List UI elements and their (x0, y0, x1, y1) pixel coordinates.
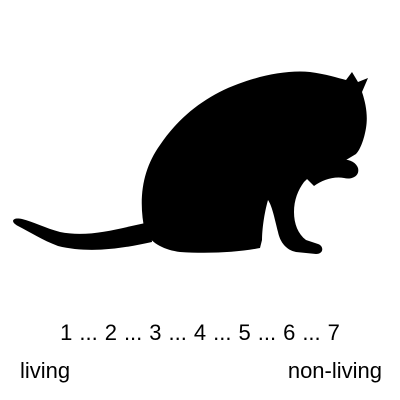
cat-silhouette-svg (13, 71, 368, 254)
scale-point-6[interactable]: 6 (283, 320, 296, 345)
scale-left-anchor-label: living (20, 358, 71, 383)
scale-separator: ... (302, 320, 321, 345)
scale-point-7[interactable]: 7 (327, 320, 340, 345)
cat-body-shape (141, 71, 368, 254)
cat-tail-shape (13, 218, 152, 250)
scale-point-3[interactable]: 3 (149, 320, 162, 345)
scale-separator: ... (213, 320, 232, 345)
scale-point-2[interactable]: 2 (104, 320, 117, 345)
scale-right-anchor-label: non-living (287, 358, 382, 383)
scale-separator: ... (257, 320, 277, 345)
cat-paw-shape (304, 159, 359, 186)
scale-separator: ... (79, 320, 98, 345)
scale-point-1[interactable]: 1 (60, 320, 73, 345)
rating-scale: 1 ... 2 ... 3 ... 4 ... 5 ... 6 ... 7 (0, 318, 400, 348)
cat-silhouette-image (13, 71, 368, 254)
scale-point-4[interactable]: 4 (193, 320, 207, 345)
scale-point-5[interactable]: 5 (238, 320, 251, 345)
scale-separator: ... (123, 320, 143, 345)
scale-separator: ... (168, 320, 187, 345)
